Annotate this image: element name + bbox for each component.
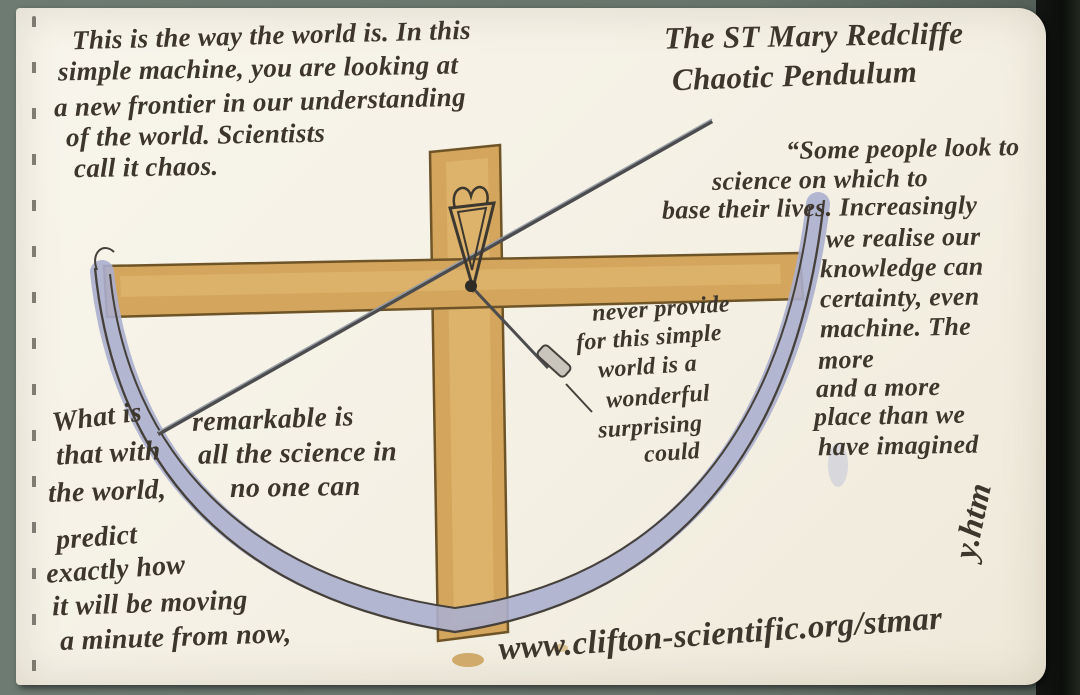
pendulum-arc — [90, 192, 830, 633]
paint-stain-small — [552, 644, 568, 652]
note-topleft-line: call it chaos. — [73, 150, 219, 184]
paint-stain-large — [452, 653, 484, 667]
note-left-line: that with — [55, 435, 162, 472]
pivot-bracket — [448, 201, 496, 294]
note-right-line: certainty, even — [819, 281, 980, 314]
note-left-line: it will be moving — [51, 584, 249, 623]
note-left-line: predict — [54, 519, 139, 556]
note-center-line: world is a — [597, 350, 698, 384]
note-center-line: wonderful — [605, 380, 711, 414]
pivot-clip-loop — [452, 185, 489, 209]
pivot-point — [465, 280, 477, 292]
url-text: www.clifton-scientific.org/stmar — [497, 600, 944, 668]
wood-beam-highlight — [120, 264, 781, 297]
note-topleft-line: of the world. Scientists — [65, 117, 326, 153]
binding-stitches — [32, 16, 36, 676]
paint-smudge-blue — [828, 443, 848, 487]
arc-left-curl — [94, 247, 115, 271]
page-title-line: Chaotic Pendulum — [671, 53, 918, 98]
pointer-rod — [468, 283, 550, 370]
note-right-line: machine. The — [819, 311, 972, 344]
note-right-line: and a more — [815, 371, 941, 404]
url-text-vertical: y.htm — [947, 479, 999, 563]
pointer-weight — [536, 344, 572, 378]
sketchbook-page — [16, 8, 1046, 685]
note-right-line: have imagined — [817, 429, 979, 462]
note-left-line: the world, — [47, 473, 167, 510]
pendulum-rod-highlight — [157, 118, 713, 433]
note-right-line: knowledge can — [819, 251, 984, 284]
note-topleft-line: a new frontier in our understanding — [53, 81, 467, 123]
pivot-bracket-inner — [456, 206, 488, 271]
note-right-line: place than we — [813, 399, 966, 432]
note-right-line: “Some people look to — [785, 131, 1020, 166]
pointer-needle-tip — [565, 383, 593, 413]
note-left-line: a minute from now, — [59, 617, 292, 658]
note-right-line: we realise our — [825, 221, 981, 254]
page-title-line: The ST Mary Redcliffe — [663, 15, 964, 56]
note-center-line: could — [643, 438, 701, 468]
note-left-line: remarkable is — [191, 401, 355, 438]
note-topleft-line: simple machine, you are looking at — [57, 49, 459, 87]
note-left-line: What is — [50, 396, 144, 439]
pendulum-rod-main — [156, 119, 714, 436]
pendulum-arc-outline-outer — [93, 199, 826, 634]
note-right-line: base their lives. Increasingly — [661, 190, 978, 225]
note-left-line: no one can — [229, 470, 361, 505]
note-left-line: all the science in — [197, 436, 398, 471]
note-right-line: more — [817, 344, 875, 375]
